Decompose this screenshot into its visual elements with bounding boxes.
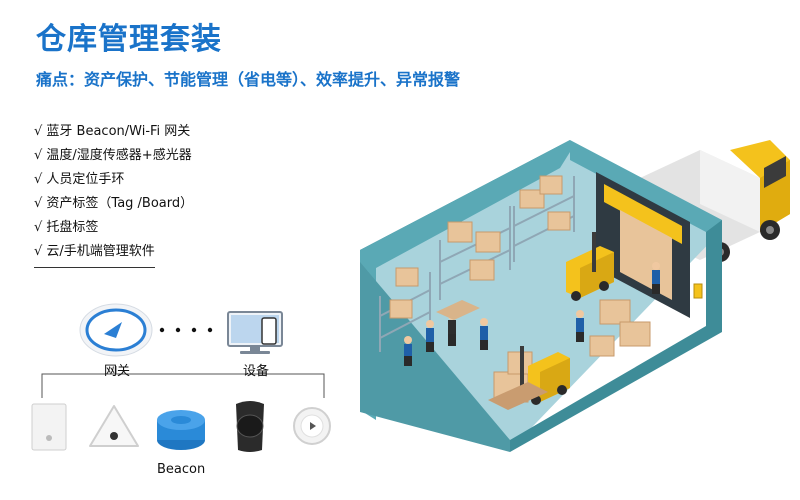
pallet xyxy=(436,300,548,410)
device-label: 设备 xyxy=(243,364,270,379)
gateway-label: 网关 xyxy=(104,364,131,379)
sensor-card-icon xyxy=(31,403,67,451)
feature-item: √ 蓝牙 Beacon/Wi-Fi 网关 xyxy=(34,124,191,139)
feature-item: √ 云/手机端管理软件 xyxy=(34,242,155,268)
connector-lines xyxy=(41,366,325,398)
feature-item: √ 温度/湿度传感器+感光器 xyxy=(34,148,192,163)
gateway-icon xyxy=(79,303,153,357)
triangle-tag-icon xyxy=(89,405,139,447)
feature-list: √ 蓝牙 Beacon/Wi-Fi 网关 √ 温度/湿度传感器+感光器 √ 人员… xyxy=(34,122,193,268)
feature-item: √ 人员定位手环 xyxy=(34,172,125,187)
monitor-phone-icon xyxy=(227,311,283,354)
ceiling-sensor-icon xyxy=(293,407,331,445)
warehouse-workers xyxy=(404,262,660,366)
wristband-icon xyxy=(236,401,264,452)
feature-item: √ 资产标签（Tag /Board） xyxy=(34,196,194,211)
connection-dots-icon xyxy=(159,327,213,333)
page-title: 仓库管理套装 xyxy=(36,22,222,57)
pain-points-subtitle: 痛点：资产保护、节能管理（省电等）、效率提升、异常报警 xyxy=(36,70,461,89)
beacon-label: Beacon xyxy=(157,462,206,477)
wall-switch-icon xyxy=(693,283,703,299)
beacon-icon xyxy=(157,410,205,450)
forklift xyxy=(566,232,614,301)
feature-item: √ 托盘标签 xyxy=(34,220,99,235)
storage-rack xyxy=(379,176,575,352)
